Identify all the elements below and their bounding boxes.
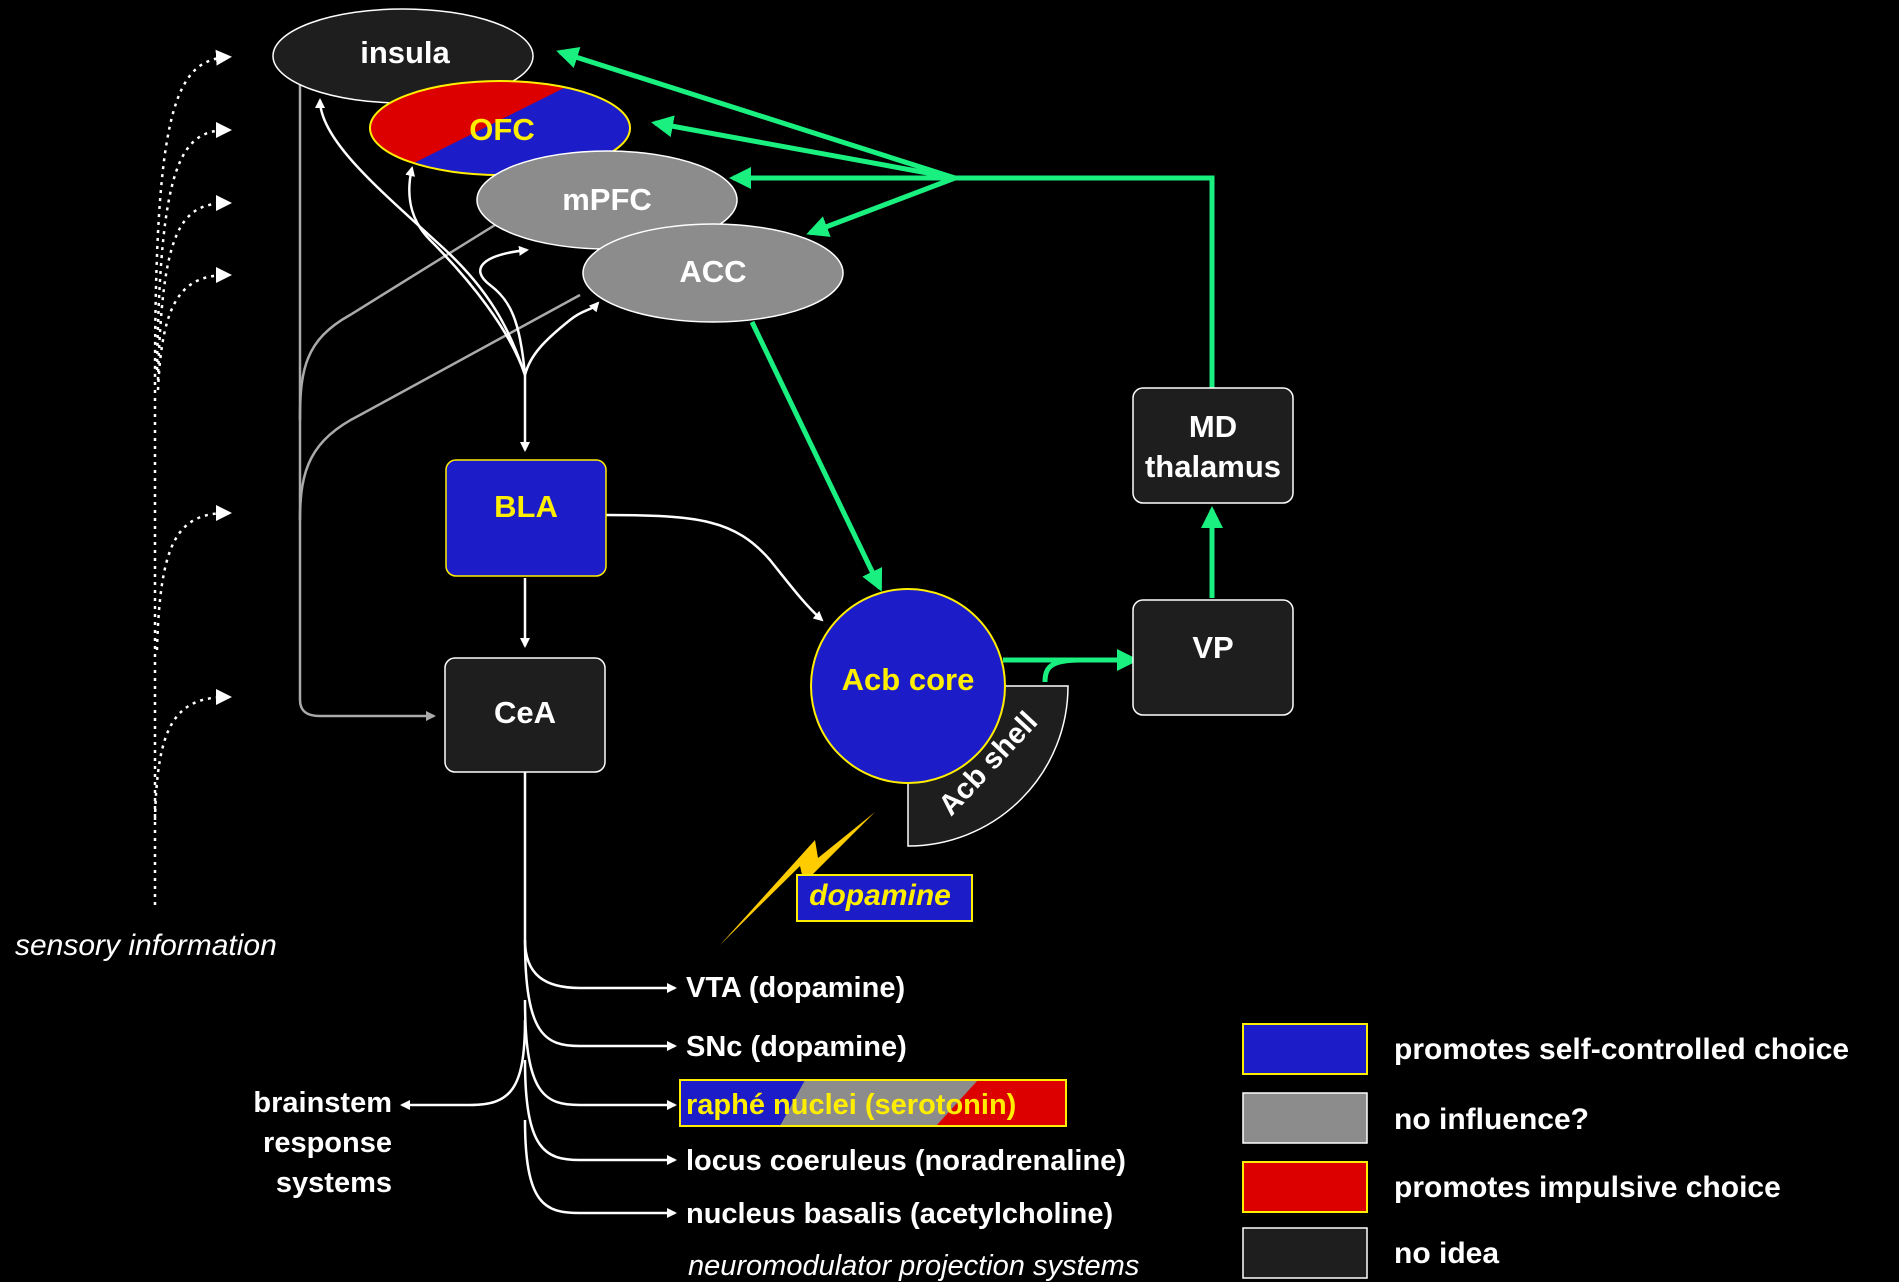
legend-label-no-influence: no influence? bbox=[1394, 1103, 1589, 1136]
ofc-label: OFC bbox=[469, 112, 534, 147]
insula-label: insula bbox=[360, 35, 450, 70]
brainstem-line-2: response bbox=[263, 1127, 392, 1159]
legend-label-no-idea: no idea bbox=[1394, 1237, 1499, 1270]
projection-nucleus-basalis: nucleus basalis (acetylcholine) bbox=[686, 1198, 1113, 1230]
bla-node[interactable]: BLA bbox=[445, 459, 607, 577]
cea-output-projections bbox=[400, 772, 677, 1218]
brainstem-label: brainstem response systems bbox=[253, 1087, 392, 1199]
projection-vta: VTA (dopamine) bbox=[686, 972, 905, 1004]
bla-label: BLA bbox=[494, 489, 558, 524]
mpfc-node[interactable]: mPFC bbox=[476, 150, 738, 250]
dopamine-lightning-icon: dopamine bbox=[720, 812, 973, 945]
sensory-label: sensory information bbox=[15, 929, 277, 962]
acc-label: ACC bbox=[679, 254, 746, 289]
acb-core-node[interactable]: Acb core bbox=[810, 588, 1006, 784]
projection-snc: SNc (dopamine) bbox=[686, 1031, 907, 1063]
projection-list: VTA (dopamine) SNc (dopamine) raphé nucl… bbox=[686, 972, 1139, 1282]
gray-projections-to-cea bbox=[298, 85, 581, 721]
projection-raphe: raphé nuclei (serotonin) bbox=[686, 1089, 1016, 1121]
legend-swatch-gray bbox=[1242, 1092, 1368, 1144]
vp-node[interactable]: VP bbox=[1132, 599, 1294, 716]
brainstem-line-1: brainstem bbox=[253, 1087, 392, 1119]
thalamus-label: thalamus bbox=[1145, 449, 1281, 484]
md-thalamus-node[interactable]: MD thalamus bbox=[1132, 387, 1294, 504]
brainstem-line-3: systems bbox=[276, 1167, 392, 1199]
sensory-arrows bbox=[153, 49, 232, 905]
legend-swatch-dark bbox=[1242, 1227, 1368, 1279]
legend: promotes self-controlled choice no influ… bbox=[1242, 1023, 1849, 1279]
insula-node[interactable]: insula bbox=[272, 8, 534, 104]
cea-label: CeA bbox=[494, 695, 556, 730]
acb-core-label: Acb core bbox=[842, 662, 975, 697]
legend-label-self-controlled: promotes self-controlled choice bbox=[1394, 1033, 1849, 1066]
raphe-box-border bbox=[679, 1079, 1067, 1127]
projections-caption: neuromodulator projection systems bbox=[688, 1250, 1139, 1282]
md-label: MD bbox=[1189, 409, 1237, 444]
legend-swatch-red bbox=[1242, 1161, 1368, 1213]
green-pathways bbox=[556, 46, 1223, 683]
ofc-node[interactable]: OFC bbox=[360, 70, 640, 190]
raphe-box bbox=[680, 1080, 1066, 1126]
legend-swatch-blue bbox=[1242, 1023, 1368, 1075]
mpfc-label: mPFC bbox=[562, 182, 652, 217]
cea-node[interactable]: CeA bbox=[444, 657, 606, 773]
vp-label: VP bbox=[1192, 630, 1233, 665]
legend-label-impulsive: promotes impulsive choice bbox=[1394, 1171, 1781, 1204]
bla-cortex-connections bbox=[315, 98, 824, 648]
dopamine-label: dopamine bbox=[809, 879, 951, 912]
acc-node[interactable]: ACC bbox=[582, 223, 844, 323]
projection-locus-coeruleus: locus coeruleus (noradrenaline) bbox=[686, 1145, 1126, 1177]
